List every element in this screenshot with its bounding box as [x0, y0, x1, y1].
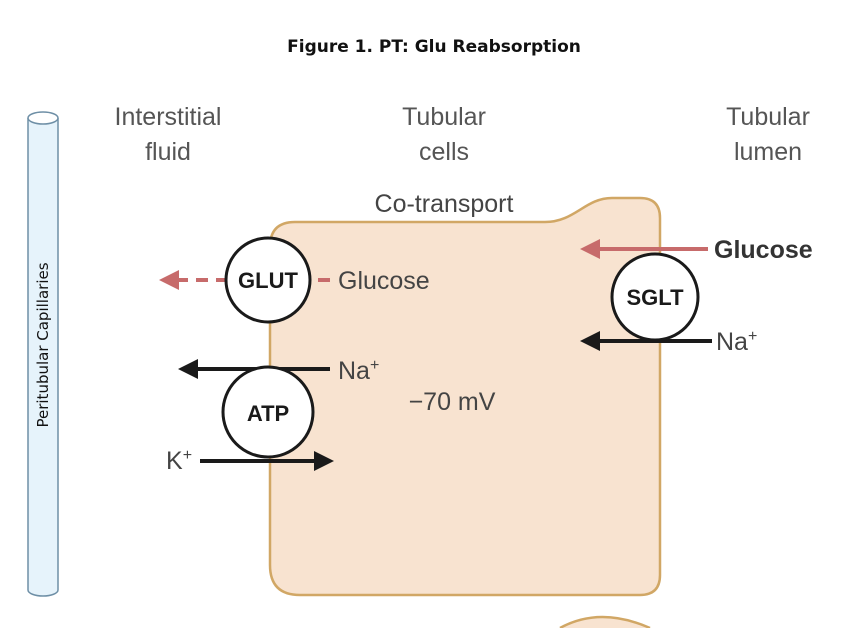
glut-label: GLUT: [238, 268, 298, 293]
peritubular-capillary: Peritubular Capillaries: [27, 111, 59, 597]
region-tubular-lumen: Tubular lumen: [726, 103, 810, 166]
region-lumen-line1: Tubular: [726, 103, 810, 131]
figure-title: Figure 1. PT: Glu Reabsorption: [287, 37, 581, 57]
sglt-label: SGLT: [626, 285, 684, 310]
atp-pump: [221, 365, 315, 459]
region-interstitial-line1: Interstitial: [115, 103, 222, 131]
atp-label: ATP: [247, 401, 289, 426]
region-lumen-line2: lumen: [734, 138, 802, 166]
region-tubular-cells: Tubular cells: [402, 103, 486, 166]
glucose-lumen-label: Glucose: [714, 236, 813, 264]
glut-transporter: [224, 236, 312, 324]
region-cells-line1: Tubular: [402, 103, 486, 131]
sglt-transporter: [610, 252, 700, 342]
region-interstitial-line2: fluid: [145, 138, 191, 166]
membrane-potential: −70 mV: [409, 388, 496, 416]
na-lumen-label: Na+: [716, 328, 757, 356]
k-label: K+: [166, 447, 192, 475]
capillary-label: Peritubular Capillaries: [34, 262, 52, 427]
cotransport-label: Co-transport: [375, 190, 514, 218]
adjacent-cell-edge: [559, 615, 651, 628]
na-basolateral-label: Na+: [338, 357, 379, 385]
region-cells-line2: cells: [419, 138, 469, 166]
region-interstitial: Interstitial fluid: [115, 103, 222, 166]
glucose-in-cell-label: Glucose: [338, 267, 430, 295]
